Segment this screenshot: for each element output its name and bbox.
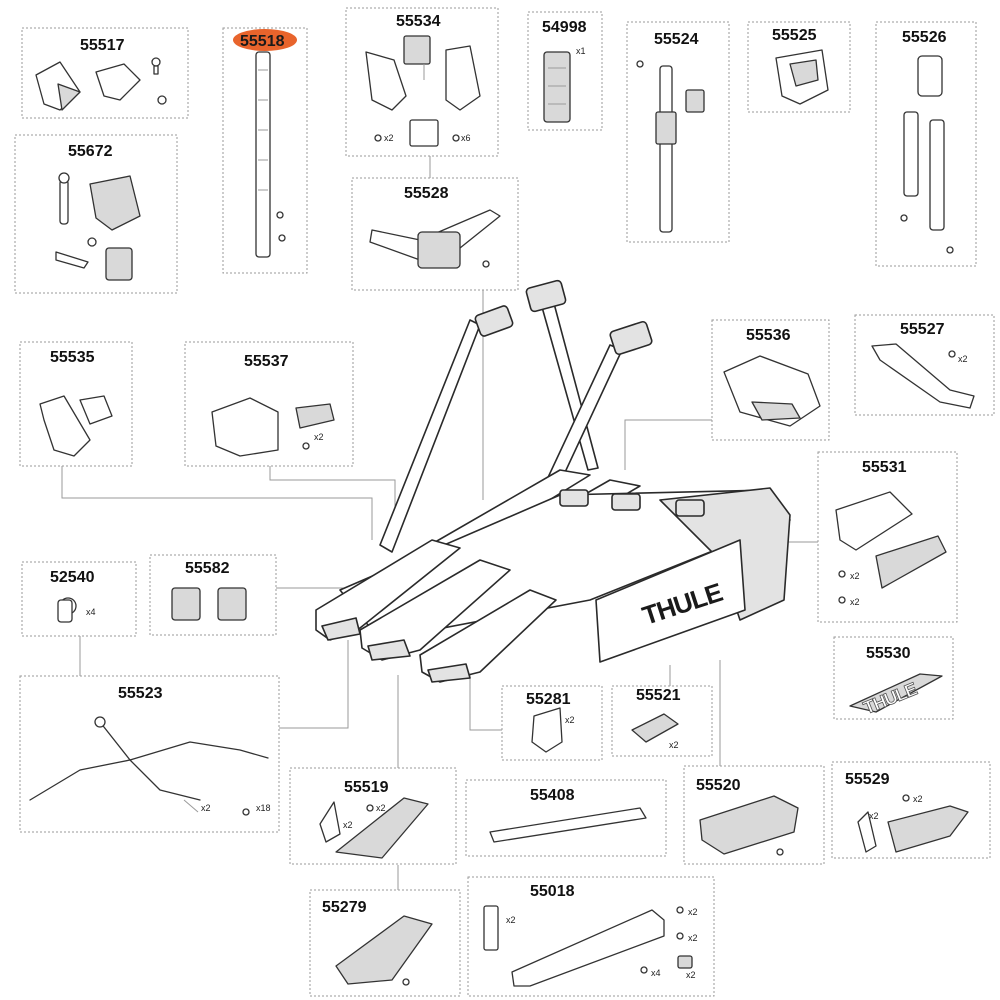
label-55519[interactable]: 55519 — [344, 779, 389, 796]
label-55531[interactable]: 55531 — [862, 459, 907, 476]
part-55525-drawing — [775, 49, 829, 105]
qty-55531-a: x2 — [850, 571, 860, 581]
part-55531-drawing — [835, 491, 947, 604]
label-55536[interactable]: 55536 — [746, 327, 791, 344]
label-55526[interactable]: 55526 — [902, 29, 947, 46]
qty-55523-a: x2 — [201, 803, 211, 813]
qty-55519-a: x2 — [343, 820, 353, 830]
label-55523[interactable]: 55523 — [118, 685, 163, 702]
qty-55534-a: x2 — [384, 133, 394, 143]
qty-55534-b: x6 — [461, 133, 471, 143]
qty-55527: x2 — [958, 354, 968, 364]
part-55536-drawing — [723, 355, 821, 427]
part-55519-drawing — [319, 797, 429, 859]
quantity-labels: x2 x6 x1 x2 x2 x2 x2 x4 x2 x18 x2 x2 x2 … — [86, 46, 968, 980]
label-55529[interactable]: 55529 — [845, 771, 890, 788]
label-55408[interactable]: 55408 — [530, 787, 575, 804]
label-55518[interactable]: 55518 — [240, 33, 285, 50]
part-55535-drawing — [39, 395, 113, 457]
part-55521-drawing — [631, 713, 679, 743]
label-55524[interactable]: 55524 — [654, 31, 699, 48]
qty-52540: x4 — [86, 607, 96, 617]
part-55672-drawing — [55, 172, 141, 281]
part-55524-drawing — [636, 60, 705, 233]
part-55520-drawing — [699, 795, 799, 856]
label-55530[interactable]: 55530 — [866, 645, 911, 662]
box-55524 — [626, 21, 730, 243]
label-55527[interactable]: 55527 — [900, 321, 945, 338]
label-55525[interactable]: 55525 — [772, 27, 817, 44]
qty-55529-b: x2 — [913, 794, 923, 804]
qty-55018-e: x2 — [686, 970, 696, 980]
part-55518-drawing — [255, 51, 286, 258]
label-55582[interactable]: 55582 — [185, 560, 230, 577]
qty-55018-b: x2 — [688, 907, 698, 917]
part-55279-drawing — [335, 915, 433, 986]
qty-55018-c: x2 — [688, 933, 698, 943]
label-55537[interactable]: 55537 — [244, 353, 289, 370]
label-55672[interactable]: 55672 — [68, 143, 113, 160]
box-52540 — [21, 561, 137, 637]
highlight-marker — [233, 29, 297, 51]
label-52540[interactable]: 52540 — [50, 569, 95, 586]
part-55529-drawing — [857, 794, 969, 853]
part-54998-drawing — [543, 51, 571, 123]
box-55582 — [149, 554, 277, 636]
bike-carrier-assembly: THULE — [315, 279, 791, 683]
part-55018-drawing — [483, 905, 693, 987]
part-55537-drawing — [211, 397, 335, 457]
part-52540-drawing — [57, 597, 77, 623]
qty-55281: x2 — [565, 715, 575, 725]
qty-55018-d: x4 — [651, 968, 661, 978]
qty-55523-b: x18 — [256, 803, 271, 813]
qty-55537: x2 — [314, 432, 324, 442]
part-55408-drawing — [489, 807, 647, 843]
label-55535[interactable]: 55535 — [50, 349, 95, 366]
qty-55531-b: x2 — [850, 597, 860, 607]
qty-55529-a: x2 — [869, 811, 879, 821]
part-55534-drawing — [365, 35, 481, 147]
label-55521[interactable]: 55521 — [636, 687, 681, 704]
part-55527-drawing — [871, 343, 975, 409]
qty-55519-b: x2 — [376, 803, 386, 813]
part-55523-drawing — [29, 716, 269, 816]
part-55526-drawing — [900, 55, 954, 254]
qty-55521: x2 — [669, 740, 679, 750]
label-55279[interactable]: 55279 — [322, 899, 367, 916]
part-labels: 55517 55518 55534 54998 55524 55525 5552… — [50, 13, 947, 916]
label-55018[interactable]: 55018 — [530, 883, 575, 900]
label-55517[interactable]: 55517 — [80, 37, 125, 54]
part-55517-drawing — [35, 57, 167, 111]
part-55281-drawing — [531, 707, 563, 753]
qty-55018-a: x2 — [506, 915, 516, 925]
part-55528-drawing — [369, 209, 501, 269]
label-55520[interactable]: 55520 — [696, 777, 741, 794]
label-55534[interactable]: 55534 — [396, 13, 441, 30]
label-55281[interactable]: 55281 — [526, 691, 571, 708]
part-55582-drawing — [171, 587, 247, 621]
qty-54998: x1 — [576, 46, 586, 56]
label-54998[interactable]: 54998 — [542, 19, 587, 36]
label-55528[interactable]: 55528 — [404, 185, 449, 202]
